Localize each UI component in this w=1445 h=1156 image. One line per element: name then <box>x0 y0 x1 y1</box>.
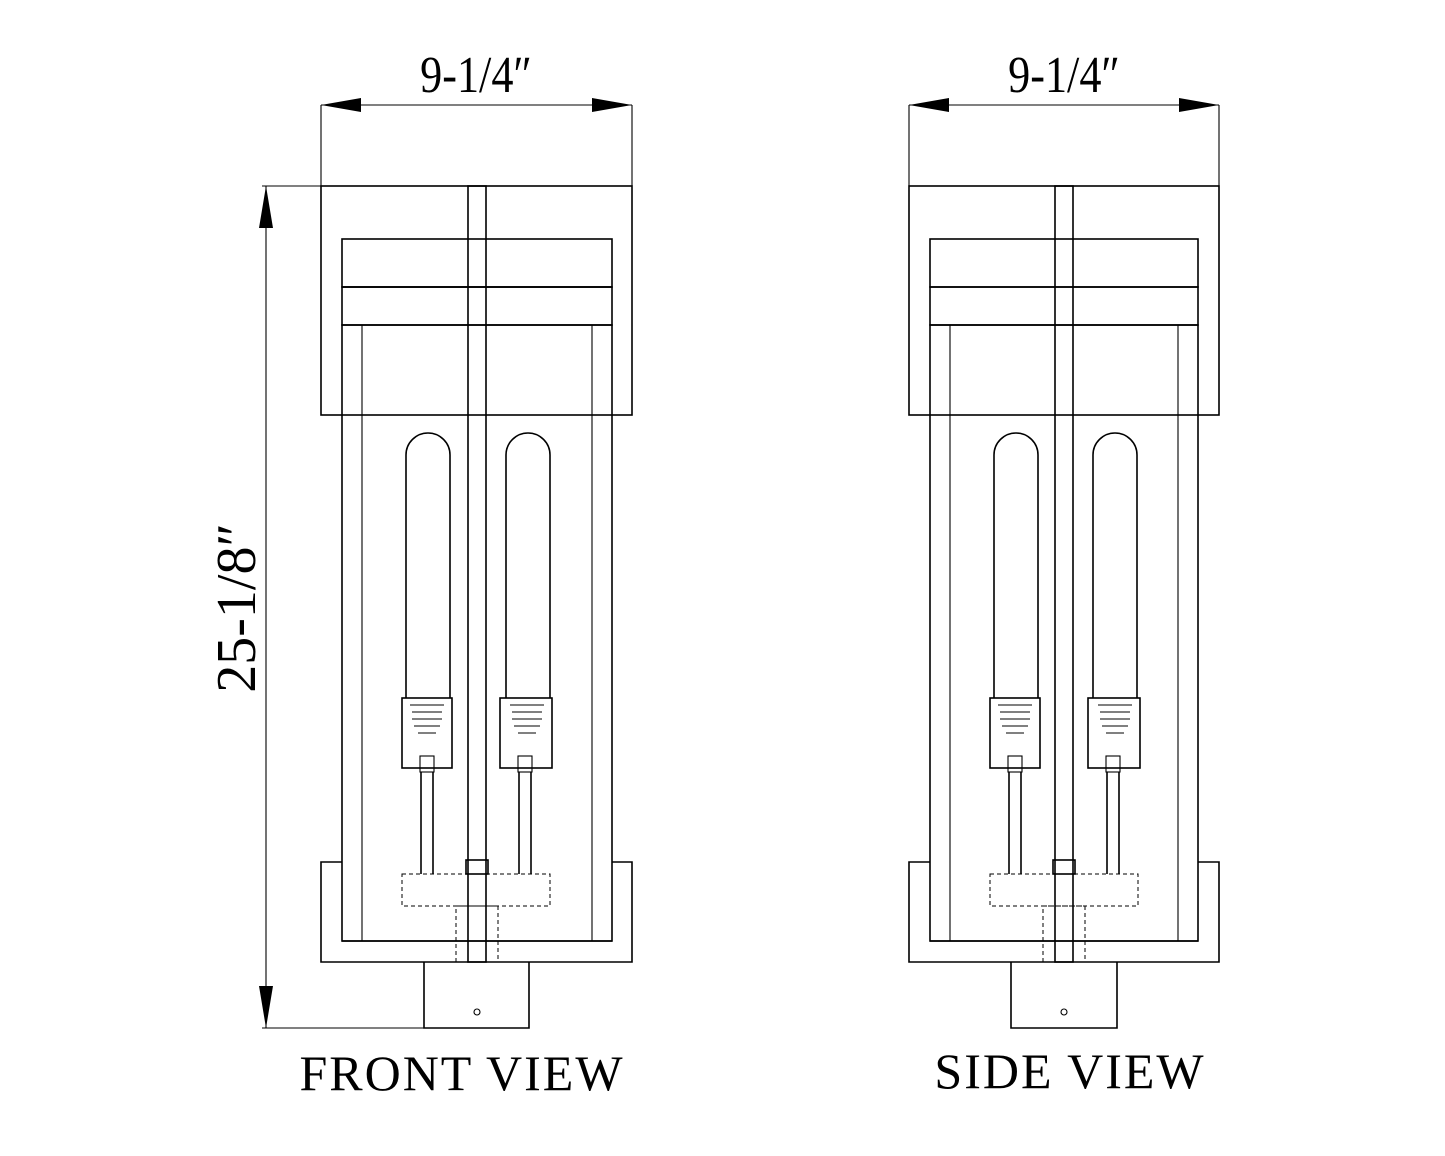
front-width-label: 9-1/4″ <box>420 47 532 104</box>
front-height-label: 25-1/8″ <box>206 523 268 693</box>
side-width-label: 9-1/4″ <box>1008 47 1120 104</box>
side-view-label: SIDE VIEW <box>934 1043 1205 1099</box>
front-height-dimension: 25-1/8″ <box>206 185 425 1029</box>
front-width-dimension: 9-1/4″ <box>320 47 633 186</box>
side-bulb-left <box>989 432 1041 874</box>
side-bulb-right <box>1087 432 1141 874</box>
side-fixture <box>908 185 1220 1029</box>
front-view: 9-1/4″ 25-1/8″ <box>206 47 633 1101</box>
front-bulb-right <box>499 432 553 874</box>
front-bulb-left <box>401 432 453 874</box>
side-view: 9-1/4″ <box>908 47 1220 1099</box>
front-view-label: FRONT VIEW <box>299 1045 624 1101</box>
side-width-dimension: 9-1/4″ <box>908 47 1220 186</box>
front-fixture <box>320 185 633 1029</box>
